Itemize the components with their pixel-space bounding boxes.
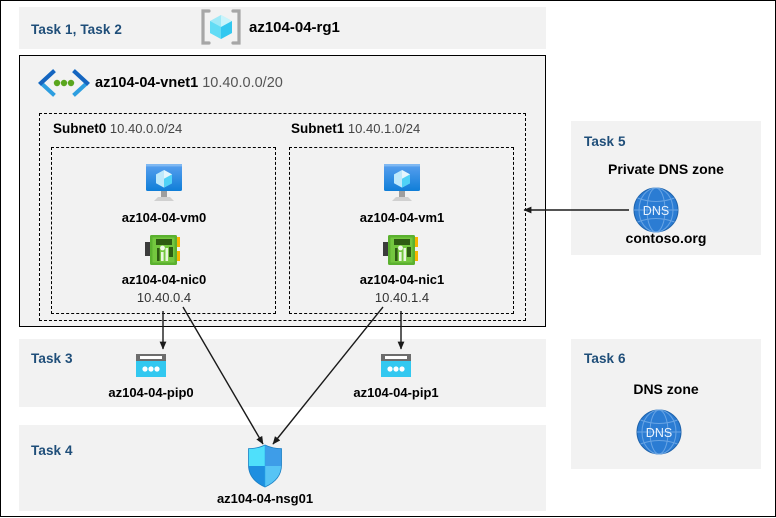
dns-icon-text: DNS: [643, 204, 669, 218]
dns-zone-icon: DNS: [631, 185, 681, 235]
nic1-ip: 10.40.1.4: [374, 290, 430, 305]
private-dns-heading: Private DNS zone: [608, 161, 724, 177]
subnet1-cidr: 10.40.1.0/24: [347, 121, 421, 136]
dns-zone-icon: DNS: [634, 407, 684, 457]
vm0-label: az104-04-vm0: [121, 210, 207, 225]
nsg-label: az104-04-nsg01: [216, 491, 314, 506]
resource-group-icon: [198, 8, 244, 46]
resource-group-name: az104-04-rg1: [249, 19, 340, 36]
nic1-label: az104-04-nic1: [359, 272, 445, 287]
nic0-ip: 10.40.0.4: [136, 290, 192, 305]
vnet-panel: [19, 55, 546, 327]
task-label-private-dns: Task 5: [584, 134, 626, 149]
virtual-network-icon: [37, 69, 91, 97]
network-security-group-icon: [246, 444, 284, 488]
subnet0-cidr: 10.40.0.0/24: [109, 121, 183, 136]
public-ip-icon: [134, 353, 168, 379]
pip0-label: az104-04-pip0: [108, 385, 194, 400]
public-dns-heading: DNS zone: [633, 381, 699, 397]
virtual-machine-icon: [374, 160, 430, 206]
subnet1-title: Subnet1 10.40.1.0/24: [291, 121, 420, 136]
public-ip-icon: [379, 353, 413, 379]
network-interface-icon: [145, 234, 183, 268]
pip1-label: az104-04-pip1: [353, 385, 439, 400]
task-label-nsg: Task 4: [31, 443, 73, 458]
task-label-public-ip: Task 3: [31, 351, 73, 366]
resource-group-panel: [19, 7, 546, 49]
nic0-label: az104-04-nic0: [121, 272, 207, 287]
subnet1-name: Subnet1: [291, 121, 345, 136]
virtual-machine-icon: [136, 160, 192, 206]
task-label-rg: Task 1, Task 2: [31, 22, 122, 37]
private-dns-name: contoso.org: [625, 230, 707, 246]
vnet-address-space: 10.40.0.0/20: [202, 75, 283, 91]
vnet-name: az104-04-vnet1: [95, 75, 199, 91]
subnet0-name: Subnet0: [53, 121, 107, 136]
private-dns-panel: [571, 121, 761, 255]
dns-icon-text: DNS: [646, 426, 672, 440]
subnet0-title: Subnet0 10.40.0.0/24: [53, 121, 182, 136]
vnet-name-row: az104-04-vnet1 10.40.0.0/20: [95, 75, 283, 91]
task-label-public-dns: Task 6: [584, 351, 626, 366]
vm1-label: az104-04-vm1: [359, 210, 445, 225]
network-interface-icon: [383, 234, 421, 268]
